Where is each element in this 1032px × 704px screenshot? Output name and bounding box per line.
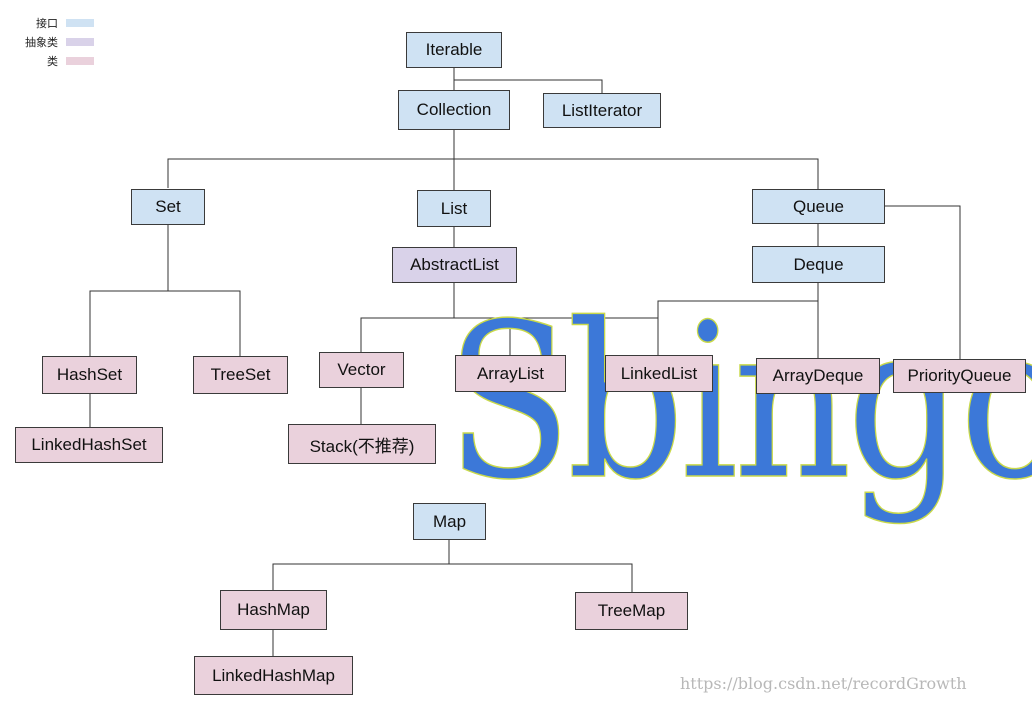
node-array-list: ArrayList xyxy=(455,355,566,392)
node-iterable: Iterable xyxy=(406,32,502,68)
edge-collection-set xyxy=(167,158,819,189)
legend: 接口 抽象类 类 xyxy=(14,13,94,70)
node-linked-hash-set: LinkedHashSet xyxy=(15,427,163,463)
legend-swatch-class xyxy=(66,56,94,65)
node-hash-map: HashMap xyxy=(220,590,327,630)
node-tree-set: TreeSet xyxy=(193,356,288,394)
legend-row-class: 类 xyxy=(14,51,94,70)
node-abstract-list: AbstractList xyxy=(392,247,517,283)
node-set: Set xyxy=(131,189,205,225)
node-map: Map xyxy=(413,503,486,540)
node-queue: Queue xyxy=(752,189,885,224)
legend-row-interface: 接口 xyxy=(14,13,94,32)
node-linked-list: LinkedList xyxy=(605,355,713,392)
edge-map-hashmap-treemap xyxy=(272,563,633,592)
node-list: List xyxy=(417,190,491,227)
node-hash-set: HashSet xyxy=(42,356,137,394)
legend-row-abstract: 抽象类 xyxy=(14,32,94,51)
node-deque: Deque xyxy=(752,246,885,283)
node-array-deque: ArrayDeque xyxy=(756,358,880,394)
credit-text: https://blog.csdn.net/recordGrowth xyxy=(680,674,967,693)
legend-label-class: 类 xyxy=(47,54,58,68)
node-priority-queue: PriorityQueue xyxy=(893,359,1026,393)
node-stack: Stack(不推荐) xyxy=(288,424,436,464)
legend-swatch-abstract xyxy=(66,37,94,46)
node-list-iterator: ListIterator xyxy=(543,93,661,128)
node-tree-map: TreeMap xyxy=(575,592,688,630)
legend-label-interface: 接口 xyxy=(36,16,58,30)
node-vector: Vector xyxy=(319,352,404,388)
edge-deque-linkedlist xyxy=(657,283,819,318)
node-collection: Collection xyxy=(398,90,510,130)
legend-label-abstract: 抽象类 xyxy=(25,35,58,49)
edge-iterable-listiterator xyxy=(454,79,603,93)
watermark-text: Sbingo xyxy=(445,278,1032,527)
node-linked-hash-map: LinkedHashMap xyxy=(194,656,353,695)
edge-set-hashset-treeset xyxy=(89,290,241,356)
legend-swatch-interface xyxy=(66,18,94,27)
edge-queue-priorityqueue xyxy=(885,205,961,359)
